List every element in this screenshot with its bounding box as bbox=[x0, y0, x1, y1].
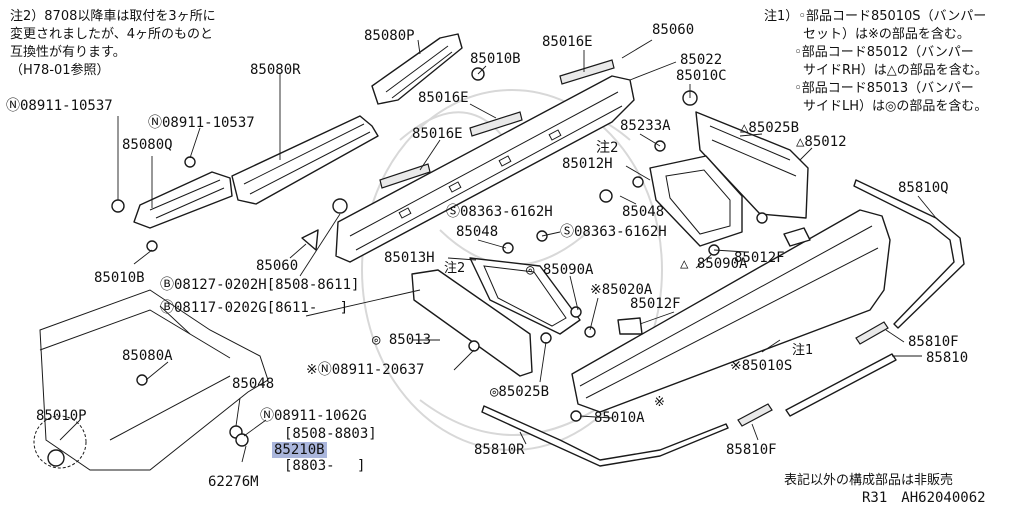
note-2-line: 互換性が有ります。 bbox=[10, 45, 126, 60]
label-s08363-b: Ⓢ08363-6162H bbox=[560, 224, 667, 240]
label-85016E-low: 85016E bbox=[412, 126, 463, 142]
part-85012F-b bbox=[617, 317, 643, 335]
label-85016E-top: 85016E bbox=[542, 34, 593, 50]
label-85060-left: 85060 bbox=[256, 258, 299, 274]
part-85810 bbox=[785, 353, 897, 417]
label-85012-triangle: △85012 bbox=[796, 134, 847, 150]
label-85010A: 85010A bbox=[594, 410, 645, 426]
part-85810F-low bbox=[737, 403, 773, 427]
label-85810Q: 85810Q bbox=[898, 180, 949, 196]
figure-reference: R31 AH62040062 bbox=[862, 490, 986, 506]
label-85810R: 85810R bbox=[474, 442, 525, 458]
label-n08911-1062G: Ⓝ08911-1062G bbox=[260, 408, 367, 424]
tag-note-2: 注2 bbox=[444, 261, 466, 276]
label-85810: 85810 bbox=[926, 350, 969, 366]
label-85090A-triangle: △ 85090A bbox=[680, 256, 748, 272]
label-s08363-a: Ⓢ08363-6162H bbox=[446, 204, 553, 220]
note-1: 注1）◦部品コード85010S（バンパー セット）は※の部品を含む。 ◦部品コー… bbox=[764, 8, 988, 116]
label-85020A: ※85020A bbox=[590, 282, 653, 298]
part-85013 bbox=[411, 269, 533, 377]
note-1-line: 注1）◦部品コード85010S（バンパー bbox=[764, 9, 987, 24]
part-85810F-right bbox=[855, 321, 889, 345]
part-85013H bbox=[469, 257, 581, 335]
label-85010P: 85010P bbox=[36, 408, 87, 424]
label-85013: ◎ 85013 bbox=[372, 332, 432, 348]
label-85080P: 85080P bbox=[364, 28, 415, 44]
label-b08127: Ⓑ08127-0202H[8508-8611] bbox=[160, 277, 360, 293]
label-85010C: 85010C bbox=[676, 68, 727, 84]
label-62276M: 62276M bbox=[208, 474, 259, 490]
label-range-8508-8803: [8508-8803] bbox=[284, 426, 377, 442]
part-85010S bbox=[571, 209, 891, 413]
label-85810F-b: 85810F bbox=[726, 442, 777, 458]
label-n08911-10537-b: Ⓝ08911-10537 bbox=[148, 115, 255, 131]
part-85012H bbox=[649, 155, 743, 247]
label-85010B-top: 85010B bbox=[470, 51, 521, 67]
note-1-line: ◦部品コード85013（バンパー bbox=[764, 81, 974, 96]
footer-note: 表記以外の構成部品は非販売 bbox=[784, 473, 954, 488]
label-85012H: 85012H bbox=[562, 156, 613, 172]
label-85080Q: 85080Q bbox=[122, 137, 173, 153]
part-85080Q bbox=[133, 171, 233, 229]
note-1-line: サイドRH）は△の部品を含む。 bbox=[764, 63, 988, 78]
leader-lines bbox=[59, 39, 937, 463]
label-85025B-triangle: △85025B bbox=[740, 120, 800, 136]
label-85080A: 85080A bbox=[122, 348, 173, 364]
label-85810F-a: 85810F bbox=[908, 334, 959, 350]
part-85810Q bbox=[853, 179, 965, 329]
label-85210B[interactable]: 85210B bbox=[272, 442, 327, 458]
part-85016E-top bbox=[559, 59, 615, 85]
note-1-line: サイドLH）は◎の部品を含む。 bbox=[764, 99, 988, 114]
part-85016E-mid bbox=[469, 111, 523, 137]
label-85012F-b: 85012F bbox=[630, 296, 681, 312]
label-85060-top: 85060 bbox=[652, 22, 695, 38]
part-85080R bbox=[231, 115, 379, 205]
label-n08911-10537-a: Ⓝ08911-10537 bbox=[6, 98, 113, 114]
label-85010S: ※85010S bbox=[730, 358, 793, 374]
label-85080R: 85080R bbox=[250, 62, 301, 78]
note-2-line: （H78-01参照） bbox=[10, 63, 110, 78]
part-85022 bbox=[335, 75, 635, 263]
part-85012F-a bbox=[783, 227, 811, 247]
car-body-outline bbox=[39, 289, 269, 471]
label-85048-right: 85048 bbox=[622, 204, 665, 220]
tag-asterisk: ※ bbox=[654, 395, 665, 410]
part-85012 bbox=[695, 111, 809, 219]
label-85048-low: 85048 bbox=[232, 376, 275, 392]
note-1-line: ◦部品コード85012（バンパー bbox=[764, 45, 974, 60]
label-b08117: Ⓑ08117-0202G[8611- ] bbox=[160, 300, 349, 316]
label-85025B-circle: ◎85025B bbox=[490, 384, 550, 400]
label-85048-mid: 85048 bbox=[456, 224, 499, 240]
label-85013H: 85013H bbox=[384, 250, 435, 266]
note-1-line: セット）は※の部品を含む。 bbox=[764, 27, 970, 42]
part-85016E-low bbox=[379, 163, 431, 189]
label-note2-85012H: 注2 bbox=[596, 140, 619, 156]
label-85010B-left: 85010B bbox=[94, 270, 145, 286]
tag-note-1: 注1 bbox=[792, 343, 814, 358]
label-85233A: 85233A bbox=[620, 118, 671, 134]
note-2-line: 変更されましたが、4ヶ所のものと bbox=[10, 27, 214, 42]
label-85012F-a: 85012F bbox=[734, 250, 785, 266]
part-85810R bbox=[481, 405, 729, 467]
note-2: 注2）8708以降車は取付を3ヶ所に 変更されましたが、4ヶ所のものと 互換性が… bbox=[10, 8, 216, 80]
label-85022: 85022 bbox=[680, 52, 723, 68]
label-85090A-circle: ◎ 85090A bbox=[526, 262, 594, 278]
label-85016E-mid: 85016E bbox=[418, 90, 469, 106]
label-n08911-20637: ※Ⓝ08911-20637 bbox=[306, 362, 425, 378]
label-range-8803: [8803- ] bbox=[284, 458, 366, 474]
note-2-line: 注2）8708以降車は取付を3ヶ所に bbox=[10, 9, 216, 24]
